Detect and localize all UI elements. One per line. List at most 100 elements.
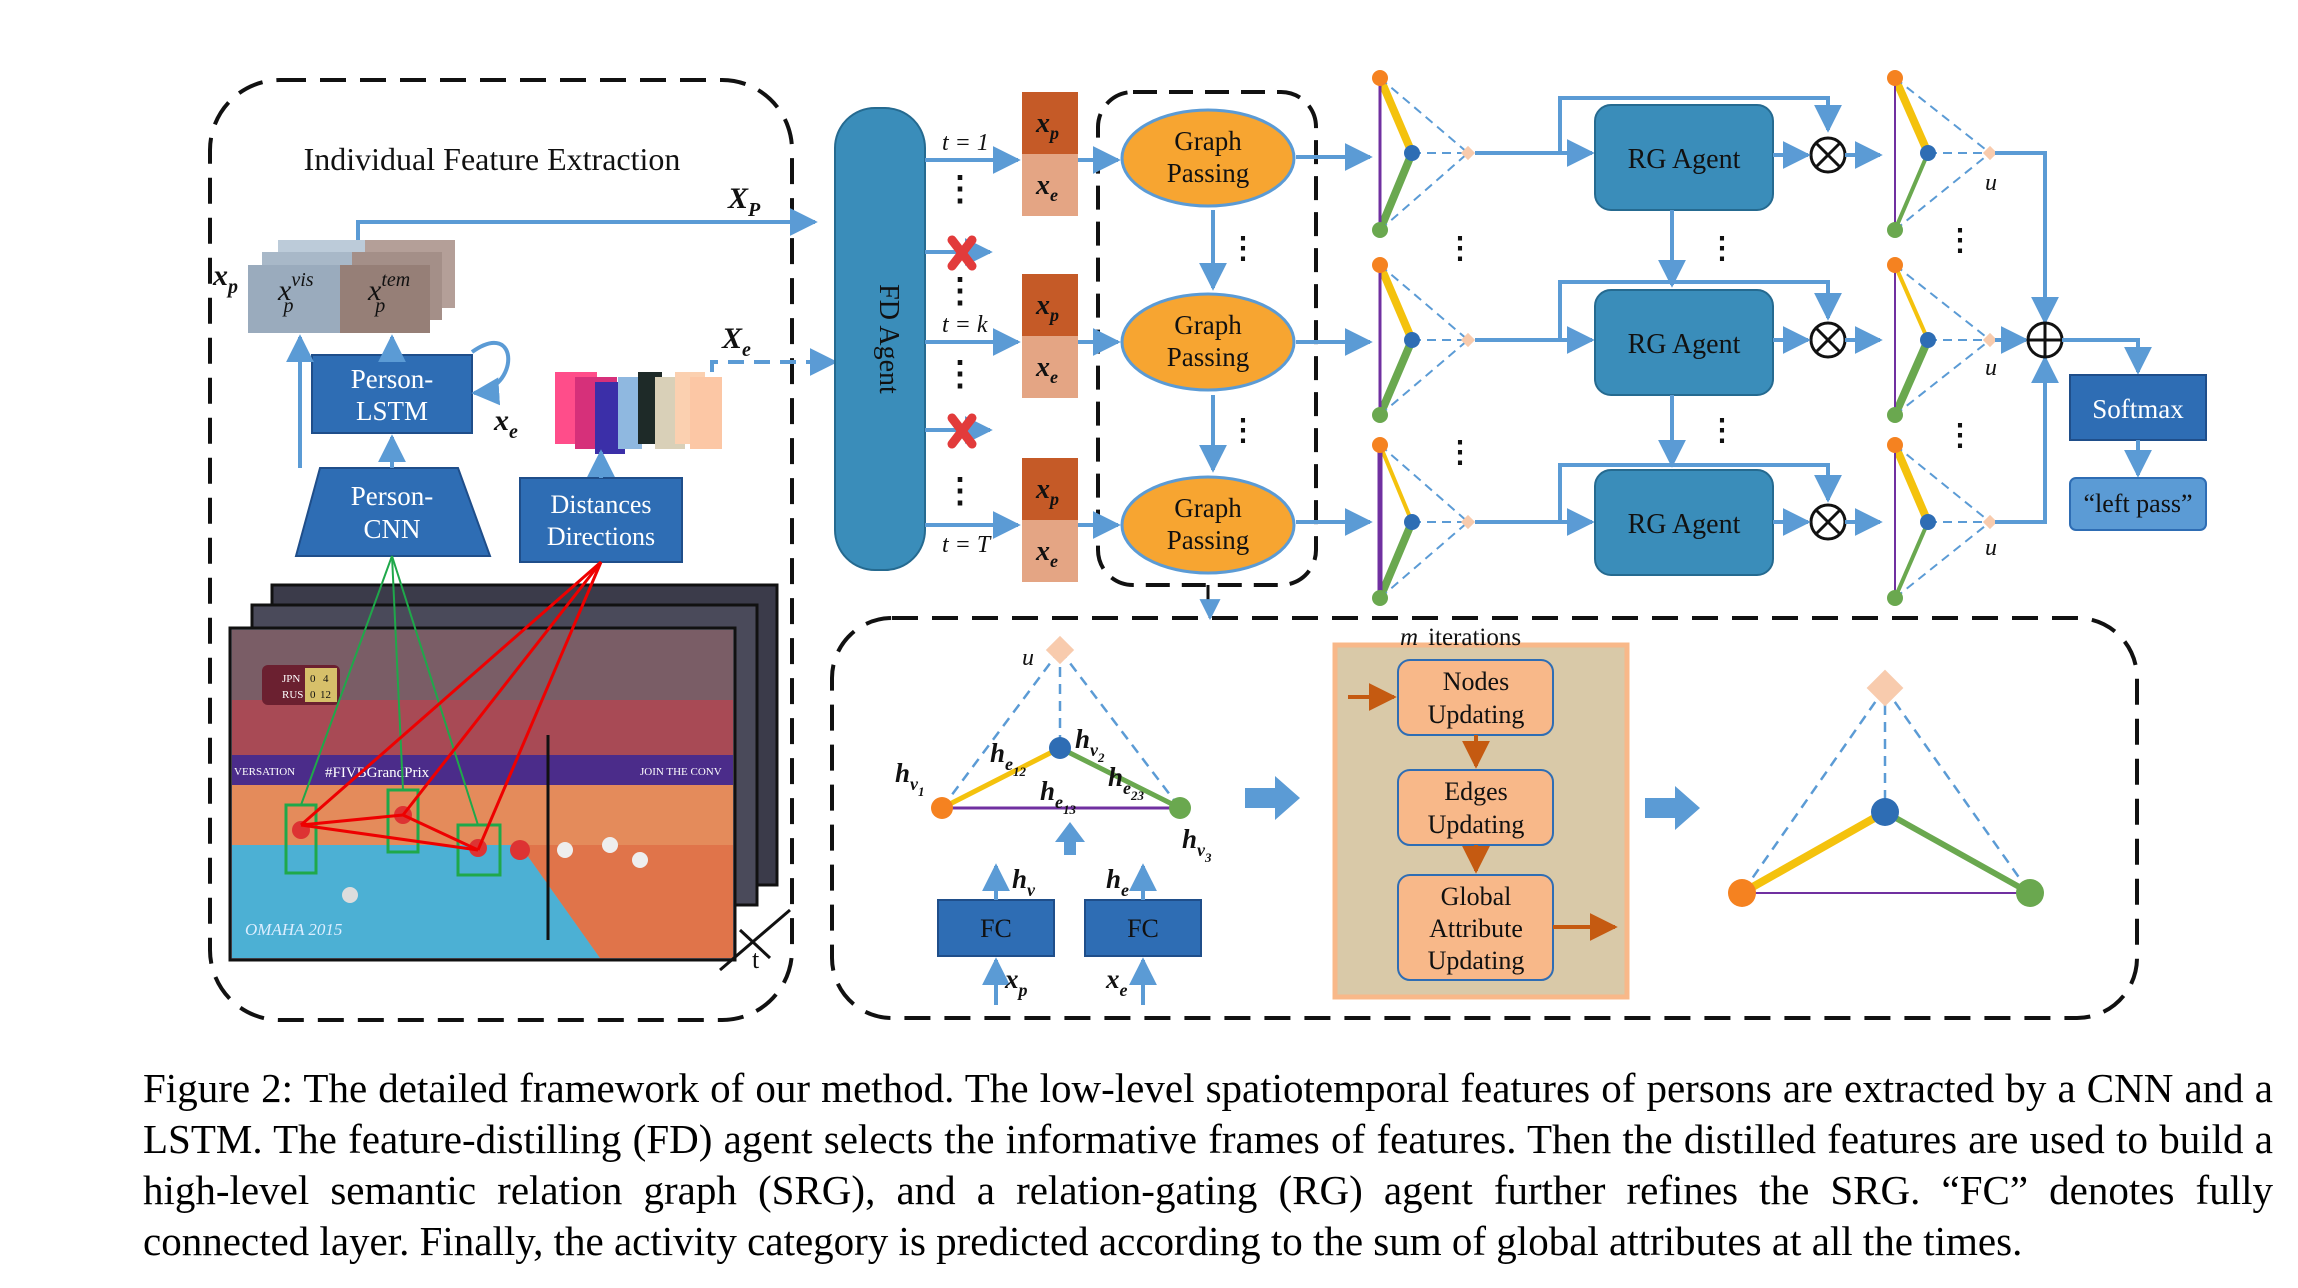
- banner-left: VERSATION: [234, 766, 295, 778]
- fc-he: he: [1106, 864, 1129, 900]
- edges-line1: Edges: [1444, 777, 1508, 806]
- rg-agent-3: RG Agent: [1628, 509, 1741, 540]
- distances-line1: Distances: [550, 490, 651, 519]
- fc-label-v: FC: [980, 914, 1012, 943]
- time-label-k: t = k: [942, 312, 988, 338]
- edges-line2: Updating: [1428, 810, 1525, 839]
- g1-dots-1: ⋮: [1445, 232, 1475, 265]
- xp-box-1: xp: [1035, 108, 1059, 143]
- gp-dots-2: ⋮: [1228, 414, 1258, 447]
- global-line3: Updating: [1428, 946, 1525, 975]
- score-set1: 0: [310, 673, 316, 685]
- xe-box-k: xe: [1035, 352, 1058, 387]
- figure-caption: Figure 2: The detailed framework of our …: [143, 1065, 2273, 1264]
- person-boxes: [284, 555, 648, 903]
- fd-dots-4: ⋮: [943, 473, 977, 510]
- gp-dots-1: ⋮: [1228, 232, 1258, 265]
- u-label-1: u: [1985, 170, 1997, 196]
- distilled-features: [1022, 92, 1078, 582]
- fd-dots-2: ⋮: [943, 273, 977, 310]
- person-lstm-line2: LSTM: [356, 396, 428, 426]
- fc-label-e: FC: [1127, 914, 1159, 943]
- fc-hv: hv: [1012, 864, 1036, 900]
- XP-label: XP: [727, 182, 761, 221]
- xp-box-k: xp: [1035, 290, 1059, 325]
- rg-agents: [1594, 104, 1774, 576]
- detail-hv2: hv2: [1075, 724, 1105, 765]
- detail-panel: [830, 616, 2139, 1020]
- output-box: [2069, 477, 2207, 531]
- small-graphs-col1: [1372, 70, 1476, 606]
- fd-agent-label: FD Agent: [873, 284, 904, 394]
- time-axis-label: t: [752, 945, 760, 974]
- u-label-2: u: [1985, 355, 1997, 381]
- rg-dots-1: ⋮: [1707, 232, 1737, 265]
- fd-dots-3: ⋮: [943, 356, 977, 393]
- softmax-label: Softmax: [2092, 394, 2184, 424]
- fc-box-e: [1084, 899, 1202, 957]
- score-set2: 0: [310, 689, 316, 701]
- score-team1: JPN: [282, 673, 300, 685]
- rg-dots-2: ⋮: [1707, 414, 1737, 447]
- xe-box-1: xe: [1035, 170, 1058, 205]
- global-line2: Attribute: [1429, 914, 1523, 943]
- g2-dots-2: ⋮: [1945, 419, 1975, 452]
- rg-agent-2: RG Agent: [1628, 329, 1741, 360]
- graph-passing-2b: Passing: [1167, 342, 1250, 372]
- extraction-panel: [208, 78, 794, 1022]
- xe-stack-label: xe: [493, 404, 518, 443]
- fc-box-v: [937, 899, 1055, 957]
- score-team2: RUS: [282, 689, 303, 701]
- detail-u: u: [1022, 645, 1034, 671]
- time-label-T: t = T: [942, 532, 992, 558]
- Xe-label: Xe: [721, 322, 751, 361]
- xe-feature-stack: [555, 372, 722, 454]
- person-cnn-line2: CNN: [363, 514, 420, 544]
- xp-stack-label: xp: [212, 259, 238, 298]
- graph-passing-3a: Graph: [1174, 493, 1242, 523]
- time-label-1: t = 1: [942, 130, 989, 156]
- score-game1: 4: [323, 673, 329, 685]
- person-lstm-line1: Person-: [351, 364, 434, 394]
- multiply-icon: [1809, 136, 1847, 541]
- person-cnn-line1: Person-: [351, 481, 434, 511]
- detail-hv3: hv3: [1182, 824, 1212, 865]
- detail-he13: he13: [1040, 776, 1077, 817]
- fc-xp: xp: [1004, 964, 1028, 1000]
- xp-feature-stack: [248, 240, 455, 333]
- fd-agent-box[interactable]: [834, 107, 926, 571]
- nodes-line2: Updating: [1428, 700, 1525, 729]
- fd-dots-1: ⋮: [943, 171, 977, 208]
- nodes-line1: Nodes: [1443, 667, 1509, 696]
- banner-right: JOIN THE CONV: [640, 766, 722, 778]
- sum-icon: [2026, 321, 2064, 359]
- detail-right-arrow-icon-2: [1645, 786, 1700, 830]
- score-game2: 12: [320, 689, 331, 701]
- skip-cross-icon: [947, 235, 977, 449]
- fc-xe: xe: [1105, 964, 1128, 1000]
- banner-mid: #FIVBGrandPrix: [325, 765, 430, 781]
- extraction-title: Individual Feature Extraction: [304, 141, 681, 177]
- graph-passing-3b: Passing: [1167, 525, 1250, 555]
- small-graphs-col2: [1887, 70, 1998, 606]
- distances-line2: Directions: [547, 522, 655, 551]
- g1-dots-2: ⋮: [1445, 436, 1475, 469]
- graph-passing-1b: Passing: [1167, 158, 1250, 188]
- detail-up-arrow-icon: [1055, 822, 1085, 855]
- person-cnn-box: [294, 467, 492, 557]
- detail-right-arrow-icon: [1245, 776, 1300, 820]
- u-label-3: u: [1985, 535, 1997, 561]
- output-graph: [1728, 669, 2044, 907]
- rg-agent-1: RG Agent: [1628, 144, 1741, 175]
- xp-box-T: xp: [1035, 474, 1059, 509]
- graph-passing-nodes: [1120, 108, 1296, 575]
- g2-dots-1: ⋮: [1945, 224, 1975, 257]
- xe-box-T: xe: [1035, 536, 1058, 571]
- graph-passing-2a: Graph: [1174, 310, 1242, 340]
- global-line1: Global: [1441, 882, 1512, 911]
- detail-graph: [931, 635, 1191, 819]
